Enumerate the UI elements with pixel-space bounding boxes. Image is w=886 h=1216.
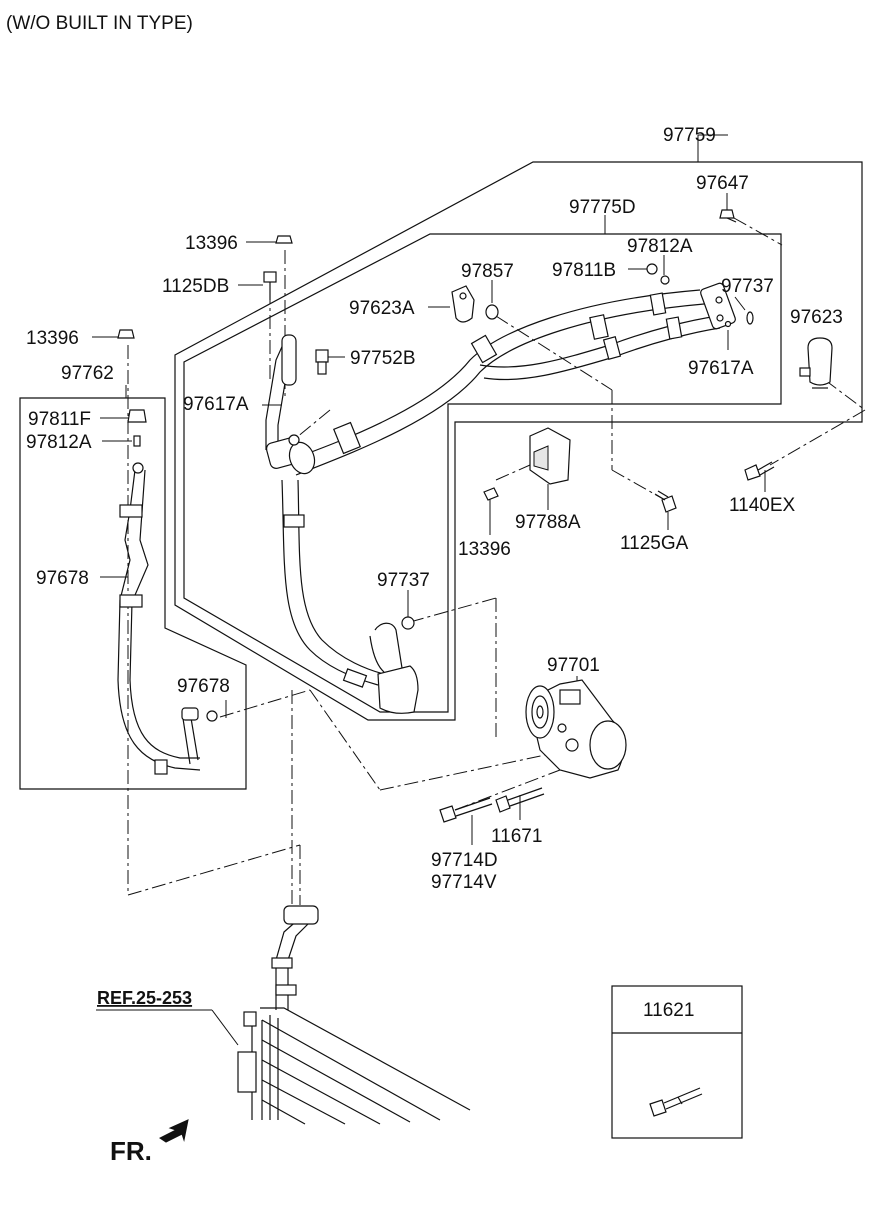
label-97617A-right: 97617A xyxy=(688,358,754,379)
label-13396-top: 13396 xyxy=(185,233,238,254)
label-97812A-top: 97812A xyxy=(627,236,693,257)
oring-97737-mid xyxy=(401,616,415,630)
connection-lines xyxy=(127,217,866,905)
suction-hose-97775D xyxy=(289,282,736,476)
label-97678-a: 97678 xyxy=(36,568,89,589)
label-13396-mid: 13396 xyxy=(458,539,511,560)
condenser xyxy=(237,905,471,1125)
discharge-hose xyxy=(281,479,419,714)
label-97714V: 97714V xyxy=(431,872,497,893)
label-97775D: 97775D xyxy=(569,197,636,218)
diagram-title: (W/O BUILT IN TYPE) xyxy=(6,13,193,34)
legend-bolt-11621 xyxy=(649,1087,703,1117)
compressor-97701 xyxy=(525,679,627,779)
label-97811F: 97811F xyxy=(28,409,91,430)
label-97714D: 97714D xyxy=(431,850,498,871)
label-97617A-left: 97617A xyxy=(183,394,249,415)
hose-assembly-97762 xyxy=(117,329,218,775)
label-97788A: 97788A xyxy=(515,512,581,533)
label-97737-top: 97737 xyxy=(721,276,774,297)
legend-box-11621 xyxy=(611,985,743,1139)
front-label: FR. xyxy=(110,1136,152,1166)
assembly-box-97762 xyxy=(19,397,247,790)
label-97812A-left: 97812A xyxy=(26,432,92,453)
assembly-outline-97775D xyxy=(183,233,782,713)
label-11621: 11621 xyxy=(643,1000,694,1021)
label-97762: 97762 xyxy=(61,363,114,384)
receiver-97623 xyxy=(799,337,833,389)
label-11671: 11671 xyxy=(491,826,542,847)
label-97857: 97857 xyxy=(461,261,514,282)
label-1125DB: 1125DB xyxy=(162,276,229,297)
bracket-97623A xyxy=(451,285,475,323)
label-97647: 97647 xyxy=(696,173,749,194)
part-97812A xyxy=(660,275,670,285)
bolt-97714D xyxy=(439,797,493,823)
label-97678-b: 97678 xyxy=(177,676,230,697)
part-97811B xyxy=(646,263,658,275)
bolt-1140EX xyxy=(744,461,775,481)
assembly-outline-97759 xyxy=(174,161,863,721)
label-97701: 97701 xyxy=(547,655,600,676)
label-97623A: 97623A xyxy=(349,298,415,319)
label-97759: 97759 xyxy=(663,125,716,146)
bolt-11671 xyxy=(495,787,545,813)
part-97857 xyxy=(485,304,499,320)
label-1125GA: 1125GA xyxy=(620,533,689,554)
label-97811B: 97811B xyxy=(552,260,616,281)
bracket-97788A xyxy=(529,427,571,485)
part-labels: 97759 97647 97775D 97812A 13396 97857 97… xyxy=(26,125,843,1166)
label-97623: 97623 xyxy=(790,307,843,328)
label-97737-mid: 97737 xyxy=(377,570,430,591)
label-1140EX: 1140EX xyxy=(729,495,796,516)
upper-fittings xyxy=(263,235,329,475)
leader-lines xyxy=(92,134,766,1046)
nut-13396-mid xyxy=(483,487,499,501)
ref-label[interactable]: REF.25-253 xyxy=(97,988,192,1008)
bolt-1125GA xyxy=(654,490,677,513)
label-97752B: 97752B xyxy=(350,348,416,369)
bolt-97647 xyxy=(719,209,737,223)
part-97737-oring xyxy=(746,311,754,325)
part-97617A-oring xyxy=(724,320,732,328)
front-arrow-icon xyxy=(159,1119,189,1143)
label-13396-left: 13396 xyxy=(26,328,79,349)
